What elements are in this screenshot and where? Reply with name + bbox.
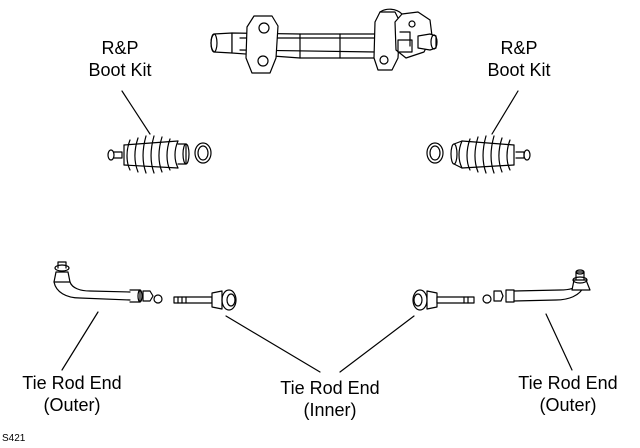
- label-tie-rod-inner-line2: (Inner): [303, 400, 357, 420]
- label-tie-rod-outer-right-line2: (Outer): [539, 395, 597, 415]
- figure-code: S421: [2, 433, 26, 444]
- rack-and-pinion-assembly: [210, 8, 438, 74]
- label-tie-rod-outer-left-line2: (Outer): [43, 395, 101, 415]
- right-boot-kit-parts: [426, 135, 531, 174]
- label-boot-kit-right: R&P Boot Kit: [469, 37, 569, 81]
- label-tie-rod-outer-left: Tie Rod End (Outer): [0, 372, 144, 416]
- left-inner-tie-rod: [173, 289, 237, 311]
- leader-tie-rod-outer-right: [545, 313, 573, 371]
- leader-boot-kit-left: [121, 90, 151, 135]
- label-boot-kit-right-line1: R&P: [500, 38, 538, 58]
- label-tie-rod-outer-left-line1: Tie Rod End: [22, 373, 122, 393]
- right-inner-tie-rod: [412, 289, 475, 311]
- leader-lines: [61, 90, 573, 373]
- label-boot-kit-left-line2: Boot Kit: [88, 60, 152, 80]
- label-tie-rod-outer-right: Tie Rod End (Outer): [496, 372, 640, 416]
- label-boot-kit-left: R&P Boot Kit: [70, 37, 170, 81]
- left-boot-kit-parts: [107, 135, 212, 174]
- label-boot-kit-left-line1: R&P: [101, 38, 139, 58]
- leader-tie-rod-outer-left: [61, 311, 99, 371]
- label-tie-rod-inner: Tie Rod End (Inner): [258, 377, 402, 421]
- leader-boot-kit-right: [491, 90, 519, 135]
- leader-tie-rod-inner-left: [225, 315, 321, 373]
- label-boot-kit-right-line2: Boot Kit: [487, 60, 551, 80]
- left-outer-tie-rod-end: [53, 261, 163, 304]
- label-tie-rod-inner-line1: Tie Rod End: [280, 378, 380, 398]
- right-outer-tie-rod-end: [482, 269, 591, 304]
- leader-tie-rod-inner-right: [339, 315, 415, 373]
- label-tie-rod-outer-right-line1: Tie Rod End: [518, 373, 618, 393]
